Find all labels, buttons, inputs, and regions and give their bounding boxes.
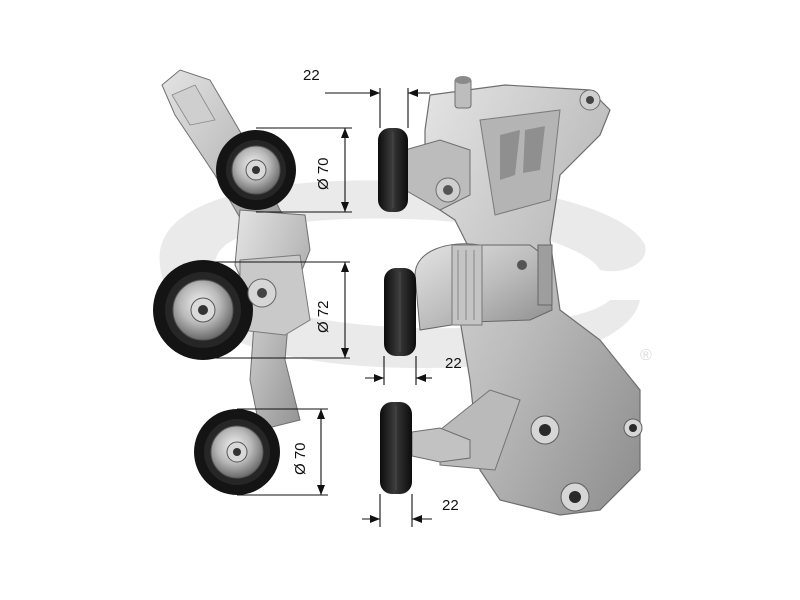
top-diameter-label: Ø 70 — [315, 157, 332, 190]
dimension-middle-diameter: Ø 72 — [203, 261, 350, 359]
mounting-hole — [530, 415, 560, 445]
tensioner-pulley — [153, 260, 277, 360]
lower-pulley-side-view — [380, 402, 412, 494]
lower-idler-pulley — [194, 409, 280, 495]
dimension-middle-width: 22 — [365, 355, 462, 385]
bottom-diameter-label: Ø 70 — [292, 442, 309, 475]
upper-idler-pulley — [216, 130, 296, 210]
dimension-bottom-width: 22 — [362, 494, 459, 527]
dimension-top-diameter: Ø 70 — [256, 127, 352, 213]
tensioner-housing — [414, 243, 553, 331]
dimension-bottom-diameter: Ø 70 — [237, 408, 328, 496]
bottom-width-label: 22 — [442, 497, 459, 514]
tensioner-pulley-side-view — [384, 268, 416, 356]
upper-pulley-side-view — [378, 128, 408, 212]
upper-pulley-shaft — [404, 139, 471, 211]
middle-width-label: 22 — [445, 355, 462, 372]
mounting-hole — [623, 418, 643, 438]
registered-mark: ® — [640, 347, 652, 364]
mounting-hole — [560, 482, 590, 512]
dimension-top-width: 22 — [303, 67, 430, 128]
top-width-label: 22 — [303, 67, 320, 84]
middle-diameter-label: Ø 72 — [315, 300, 332, 333]
